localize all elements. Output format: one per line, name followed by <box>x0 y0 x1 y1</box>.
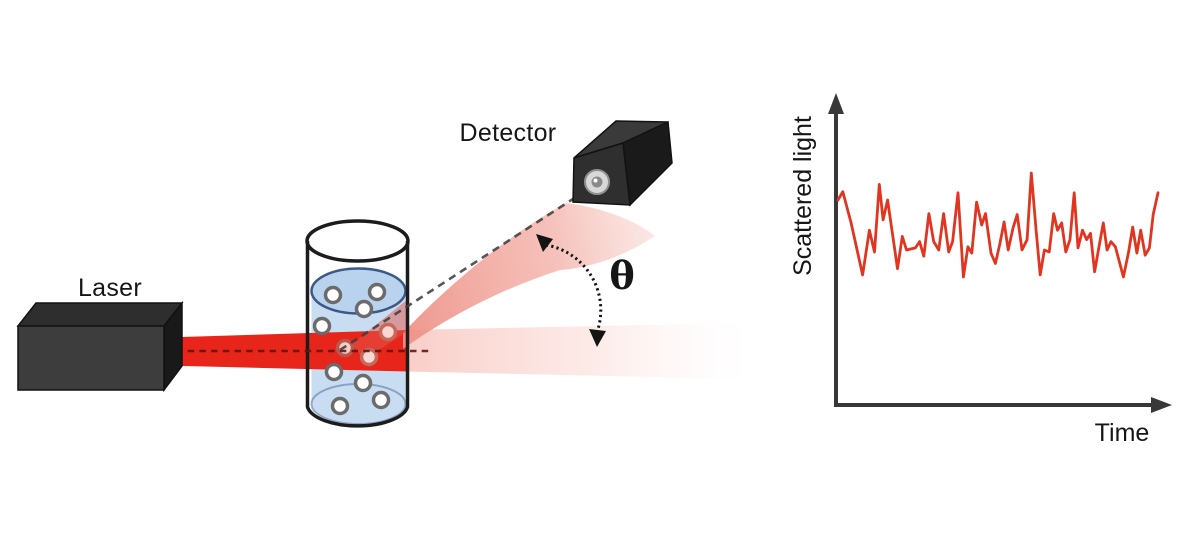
transmitted-beam-fan <box>408 323 745 379</box>
scattering-angle-marker: θ <box>536 234 635 347</box>
detector-label: Detector <box>460 119 557 147</box>
theta-symbol: θ <box>609 253 634 298</box>
cuvette-rim-fill <box>307 221 408 261</box>
detector-box <box>572 120 673 207</box>
laser-box <box>16 300 184 393</box>
intensity-chart: Scattered light Time <box>789 93 1172 447</box>
detector-aperture-inner <box>591 176 603 188</box>
particle <box>323 285 343 305</box>
signal-polyline <box>836 171 1160 279</box>
particle <box>367 282 387 302</box>
arrowhead-up-icon <box>536 234 553 252</box>
angle-arc <box>545 243 603 330</box>
scattered-light-fan <box>403 203 655 349</box>
particle <box>312 316 332 336</box>
particle-in-beam <box>378 322 398 342</box>
cuvette-walls <box>305 241 410 428</box>
detector-aperture-highlight <box>593 178 598 183</box>
y-axis-label: Scattered light <box>789 116 817 276</box>
particle <box>330 396 350 416</box>
arrowhead-down-icon <box>589 329 606 347</box>
particle <box>354 299 374 319</box>
particle-in-beam <box>359 347 379 367</box>
laser-box-front-face <box>17 325 165 391</box>
x-axis-arrow-icon <box>1151 397 1172 413</box>
laser-box-top-face <box>16 302 184 327</box>
laser-label: Laser <box>78 274 142 302</box>
y-axis-arrow-icon <box>828 93 844 114</box>
x-axis-label: Time <box>1095 419 1150 447</box>
particle <box>324 362 344 382</box>
cuvette-outline <box>305 219 410 428</box>
particle <box>353 373 373 393</box>
particle <box>371 390 391 410</box>
scattered-path-dashed-line <box>339 184 594 352</box>
